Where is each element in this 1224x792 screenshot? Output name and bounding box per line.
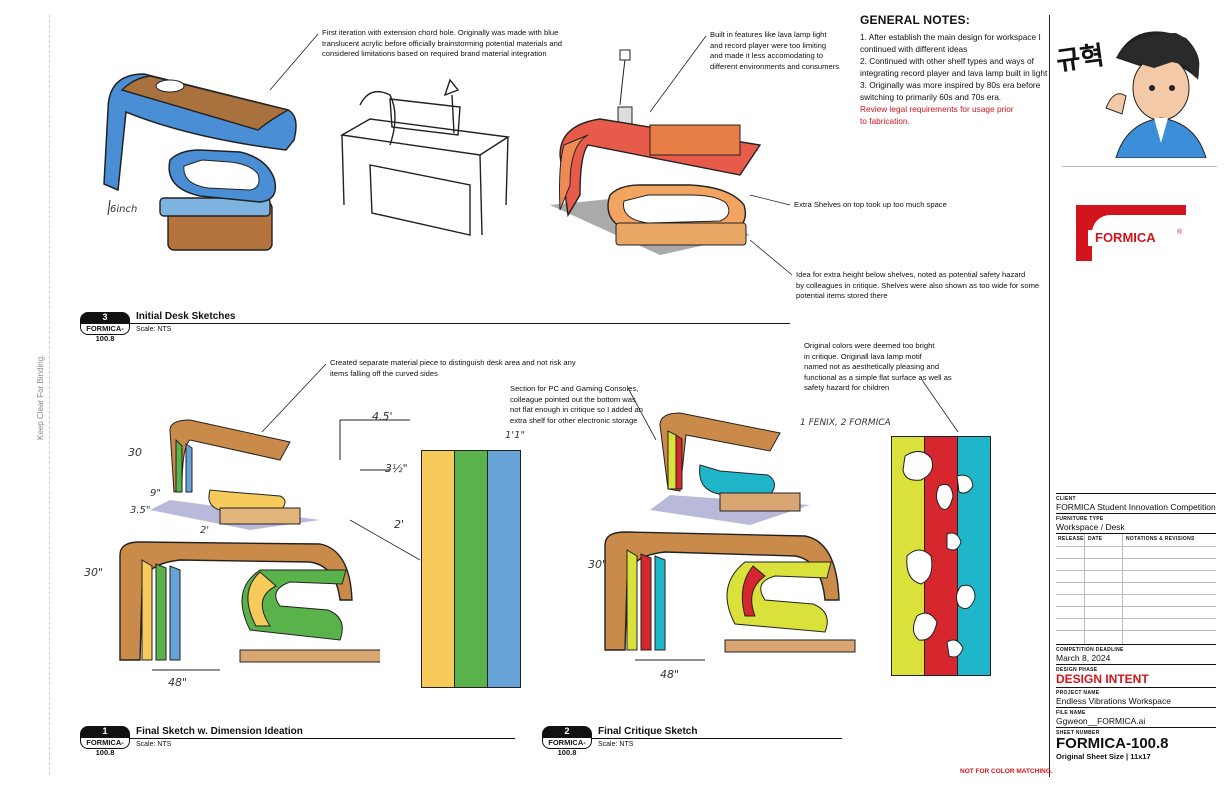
binding-margin-line (49, 15, 50, 775)
label-2-title: Final Critique Sketch (598, 726, 698, 737)
label-2-rule (592, 738, 842, 739)
dim-45: 4.5' (372, 410, 393, 423)
tb-sheet-label: SHEET NUMBER (1056, 730, 1100, 736)
dim-2b: 2' (394, 518, 405, 531)
general-notes-list: 1. After establish the main design for w… (860, 32, 1048, 126)
label-3-title: Initial Desk Sketches (136, 311, 236, 322)
tb-phase-label: DESIGN PHASE (1056, 667, 1098, 673)
dim-35: 3½" (385, 462, 408, 475)
label-2-badge: 2 FORMICA-100.8 (542, 726, 592, 757)
sketch-blue-wood-desk (103, 73, 297, 251)
panel-2-blobs (902, 451, 976, 658)
tb-furniture: Workspace / Desk (1056, 522, 1125, 532)
avatar-illustration (1105, 31, 1207, 158)
tb-size: Original Sheet Size | 11x17 (1056, 752, 1151, 761)
tb-deadline: March 8, 2024 (1056, 653, 1111, 663)
sketch-dimension-line (339, 419, 410, 471)
dim-30-small: 30 (128, 446, 142, 459)
revision-table: RELEASE DATE NOTATIONS & REVISIONS (1056, 534, 1216, 644)
dim-30-critique: 30" (588, 558, 608, 571)
avatar: 규혁 (1054, 18, 1216, 158)
dim-6inch: 6inch (110, 204, 138, 215)
fenix-formica-note: 1 FENIX, 2 FORMICA (800, 418, 891, 428)
note-first-iteration: First iteration with extension chord hol… (322, 28, 563, 58)
tb-project-label: PROJECT NAME (1056, 690, 1100, 696)
label-1-title: Final Sketch w. Dimension Ideation (136, 726, 303, 737)
label-3-badge: 3 FORMICA-100.8 (80, 312, 130, 343)
tb-client: FORMICA Student Innovation Competition (1056, 502, 1216, 512)
note-separate-material: Created separate material piece to disti… (330, 358, 576, 378)
tb-project: Endless Vibrations Workspace (1056, 696, 1171, 706)
dim-11: 1'1" (505, 430, 526, 441)
sketch-final-desk-large (119, 541, 380, 671)
formica-logo: FORMICA ® (1076, 205, 1186, 261)
tb-release-label: RELEASE (1058, 536, 1084, 542)
dim-2: 2' (200, 525, 210, 536)
general-notes-title: GENERAL NOTES: (860, 13, 970, 27)
dim-30-large: 30" (84, 566, 104, 579)
dim-3: 3.5" (130, 505, 151, 516)
sketch-final-small (150, 419, 320, 530)
tb-client-label: CLIENT (1056, 496, 1076, 502)
note-extra-shelves: Extra Shelves on top took up too much sp… (794, 200, 947, 209)
dim-48-critique: 48" (660, 668, 680, 681)
tb-file: Ggweon__FORMICA.ai (1056, 716, 1146, 726)
tb-phase: DESIGN INTENT (1056, 672, 1149, 686)
label-3-scale: Scale: NTS (136, 326, 172, 333)
title-block: CLIENT FORMICA Student Innovation Compet… (1056, 493, 1216, 761)
tb-file-label: FILE NAME (1056, 710, 1086, 716)
color-matching-warning: NOT FOR COLOR MATCHING. (960, 768, 1053, 775)
material-panel-1 (421, 450, 521, 688)
dim-48: 48" (168, 676, 188, 689)
tb-deadline-label: COMPETITION DEADLINE (1056, 647, 1124, 653)
tb-furniture-label: FURNITURE TYPE (1056, 516, 1104, 522)
tb-sheet: FORMICA-100.8 (1056, 735, 1169, 752)
title-block-divider (1049, 15, 1050, 777)
sketch-critique-desk-large (604, 531, 856, 661)
dim-9: 9" (150, 488, 161, 499)
tb-date-label: DATE (1088, 536, 1103, 542)
note-extra-height: Idea for extra height below shelves, not… (796, 270, 1040, 300)
avatar-divider (1062, 166, 1217, 167)
note-pc-gaming: Section for PC and Gaming Consoles,colle… (510, 384, 643, 425)
sketch-orange-desk (550, 49, 762, 255)
sketch-critique-small (650, 412, 810, 525)
tb-notations-label: NOTATIONS & REVISIONS (1126, 536, 1195, 542)
label-2-scale: Scale: NTS (598, 741, 634, 748)
sketch-pencil-desk (339, 78, 510, 236)
label-3-rule (130, 323, 790, 324)
label-1-rule (130, 738, 515, 739)
label-1-scale: Scale: NTS (136, 741, 172, 748)
label-1-badge: 1 FORMICA-100.8 (80, 726, 130, 757)
